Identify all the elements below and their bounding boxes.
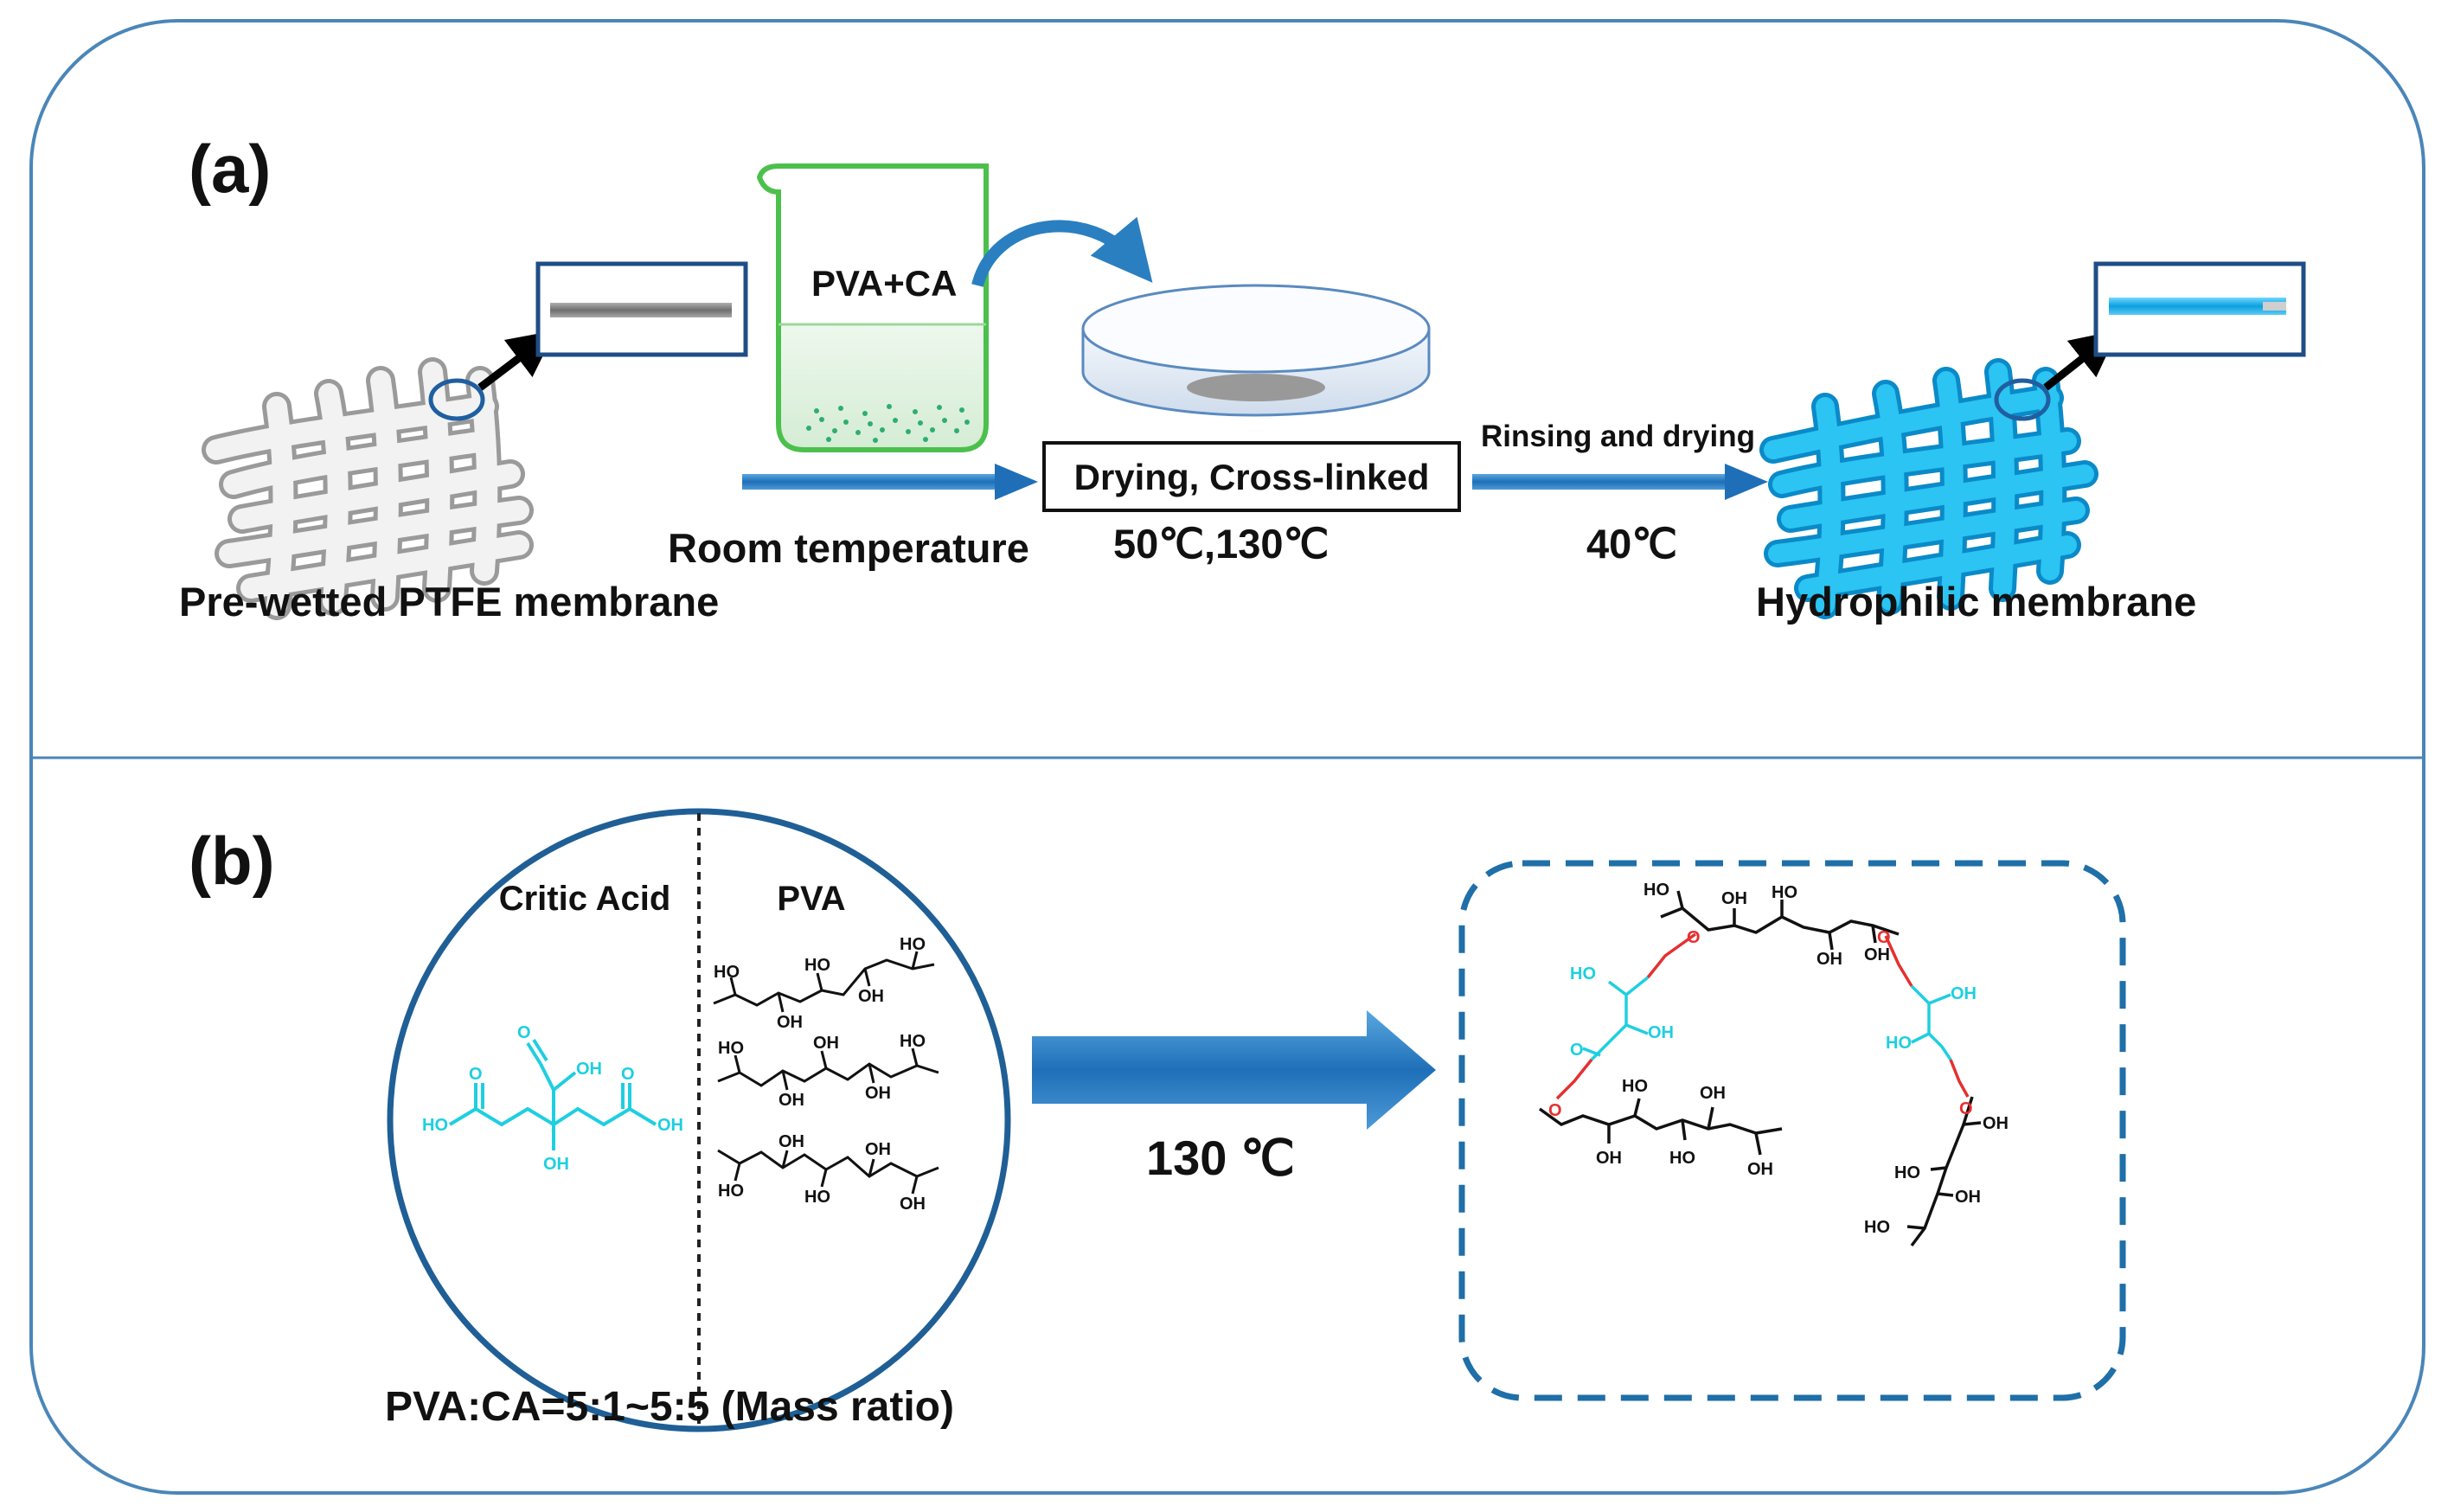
ptfe-membrane-mesh [202,357,534,620]
pva-oh-b1: HO [718,1039,744,1058]
critic-acid-label: Critic Acid [499,880,671,918]
arrow-to-box [742,474,1002,490]
beaker-particles [806,404,970,443]
net-oh-t1: HO [1643,881,1669,900]
temperature-2-label: 40℃ [1586,521,1677,567]
net-oh-r1: OH [1983,1114,2009,1133]
pva-chains: HO OH HO OH HO HO OH OH OH HO HO OH HO O… [713,935,939,1214]
pva-oh-b5: HO [900,1032,926,1051]
citric-oh-2: OH [657,1116,683,1135]
net-cyan-ho-1: HO [1570,964,1596,983]
transfer-arrow [971,216,1153,287]
net-oh-t5: OH [1864,945,1890,964]
net-o-2: O [1877,928,1891,947]
net-cyan-oh-2: OH [1951,984,1977,1003]
pva-oh-b4: OH [865,1084,891,1103]
pva-oh-a3: HO [804,956,830,975]
net-oh-b2: HO [1622,1077,1648,1096]
net-oh-b5: OH [1747,1160,1773,1179]
net-oh-r3: OH [1955,1188,1981,1207]
citric-oh-3: OH [543,1155,569,1174]
citric-o-1: O [469,1065,483,1084]
reactant-circle [387,808,1011,1432]
panel-b-label: (b) [189,823,275,899]
pva-oh-a1: HO [714,963,740,982]
net-cyan-ho-2: HO [1886,1034,1912,1053]
net-o-1: O [1687,928,1701,947]
temperature-1-label: 50℃,130℃ [1113,521,1329,567]
citric-ho-1: HO [422,1116,448,1135]
zoom-arrow-left [477,330,556,391]
pva-oh-a4: OH [858,987,884,1006]
arrow-to-membrane [1472,474,1732,490]
citric-o-2: O [621,1065,635,1084]
crosslinked-network: O O O O HO OH O OH HO HO OH HO OH OH OH … [1538,881,2009,1247]
net-oh-t4: OH [1816,950,1842,969]
citric-oh-1: OH [576,1060,602,1079]
net-cyan-oh-1: OH [1648,1023,1674,1042]
net-cyan-o-1: O [1570,1041,1584,1060]
pva-oh-a2: OH [777,1013,803,1032]
product-box [1458,860,2126,1401]
panel-a-label: (a) [189,131,271,207]
reaction-condition: 130 ℃ [1146,1131,1295,1185]
pva-oh-c2: OH [778,1132,804,1151]
rinsing-label: Rinsing and drying [1481,420,1755,453]
cyan-membrane-bar [2109,298,2286,315]
citric-acid-structure: O O O OH HO OH OH [422,1023,683,1174]
net-oh-t2: OH [1721,889,1747,908]
zoom-circle-right [1994,378,2051,421]
net-oh-b1: OH [1596,1149,1622,1168]
pva-oh-c1: HO [718,1182,744,1201]
net-o-3: O [1548,1101,1562,1120]
pva-oh-c4: OH [865,1140,891,1159]
left-caption: Pre-wetted PTFE membrane [179,579,719,625]
pva-oh-c5: OH [900,1195,926,1214]
process-box-label: Drying, Cross-linked [1074,457,1430,497]
net-oh-b4: OH [1700,1084,1726,1103]
pva-label: PVA [777,880,845,918]
net-oh-t3: HO [1772,883,1797,902]
room-temperature-label: Room temperature [668,525,1029,571]
hydrophilic-membrane-mesh [1759,358,2098,619]
petri-dish [1081,284,1431,417]
process-box [1042,441,1461,512]
pva-oh-c3: HO [804,1188,830,1207]
mass-ratio-label: PVA:CA=5:1~5:5 (Mass ratio) [385,1384,954,1430]
pva-oh-b2: OH [778,1091,804,1110]
right-caption: Hydrophilic membrane [1756,579,2196,625]
net-oh-b3: HO [1669,1149,1695,1168]
citric-o-3: O [517,1023,531,1042]
net-o-4: O [1959,1099,1973,1118]
beaker [756,163,989,452]
net-oh-r4: HO [1864,1218,1890,1237]
reaction-arrow [1032,1010,1436,1130]
pva-oh-b3: OH [813,1034,839,1053]
pva-oh-a5: HO [900,935,926,954]
beaker-label: PVA+CA [811,263,957,304]
zoom-circle-left [428,378,485,421]
net-oh-r2: HO [1894,1163,1920,1182]
